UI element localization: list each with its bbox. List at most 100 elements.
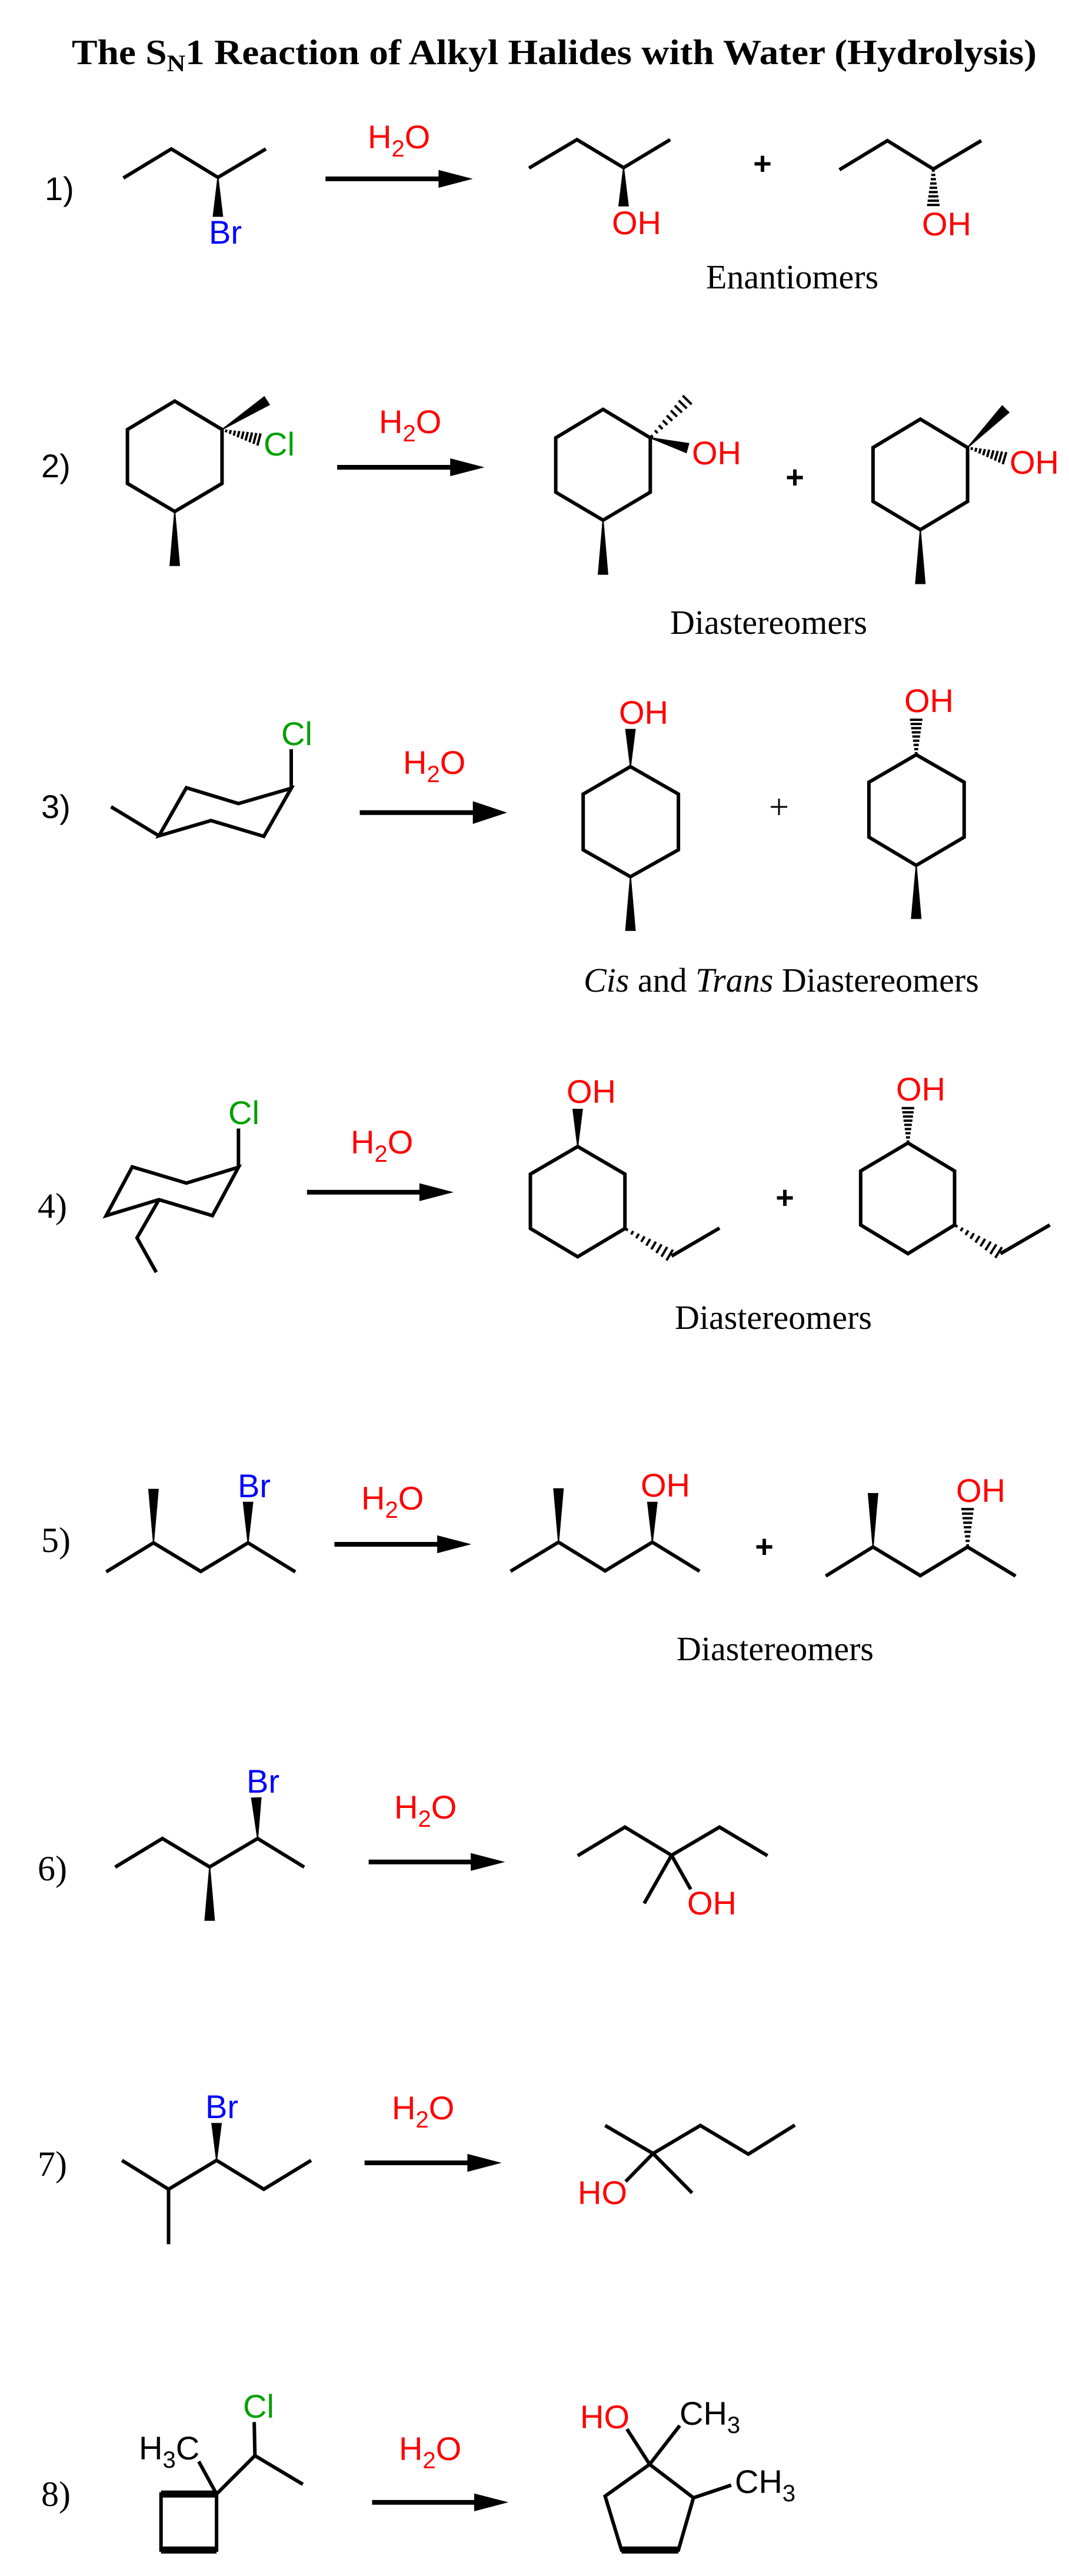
wedge-bond <box>553 1488 564 1543</box>
hash-stroke <box>252 433 258 444</box>
reaction-arrow <box>368 1853 505 1871</box>
hydroxyl-label: OH <box>687 1884 737 1922</box>
hydroxyl-label: OH <box>641 1467 690 1504</box>
hydroxyl-label: HO <box>578 2174 627 2211</box>
hash-stroke <box>244 431 249 441</box>
hash-stroke <box>670 410 678 418</box>
hash-stroke <box>994 1247 1003 1259</box>
arrow-head <box>467 2153 502 2172</box>
reaction-arrow <box>359 801 507 824</box>
cyclohexane-ring <box>528 1144 627 1259</box>
reaction-number: 8) <box>41 2475 71 2514</box>
wedge-bond <box>911 865 922 919</box>
cyclohexane-ring <box>554 407 652 523</box>
chair-cyclohexane <box>155 785 295 839</box>
side-chain <box>215 2453 304 2495</box>
hash-stroke <box>681 394 692 405</box>
hash-stroke <box>240 431 245 440</box>
methyl-label: CH3 <box>680 2395 740 2438</box>
cyclohexane-ring <box>125 399 224 514</box>
reaction-arrow <box>337 458 485 477</box>
methyl-bond <box>197 2460 218 2495</box>
hash-stroke <box>228 430 232 434</box>
hashed-bond <box>625 1228 674 1261</box>
hydroxyl-label: OH <box>1010 444 1059 481</box>
hash-stroke <box>960 1227 964 1232</box>
hash-stroke <box>954 1224 958 1228</box>
hash-stroke <box>997 451 1004 463</box>
plus-sign: + <box>755 1529 774 1564</box>
hash-stroke <box>969 1232 975 1239</box>
hash-stroke <box>655 1244 663 1254</box>
reaction-number: 4) <box>38 1186 67 1225</box>
wedge-bond <box>204 1867 215 1921</box>
methyl-bond <box>648 2424 681 2466</box>
reaction-arrow <box>325 169 473 188</box>
hash-stroke <box>640 1235 646 1243</box>
reaction-6: 6) Br H2O OH <box>38 1763 737 1922</box>
hash-stroke <box>660 1246 668 1258</box>
wedge-bond <box>148 1488 159 1543</box>
water-reagent: H2O <box>394 1789 457 1832</box>
carbon-oxygen-bond <box>670 1854 692 1890</box>
hash-stroke <box>678 400 688 410</box>
reaction-number: 3) <box>41 788 71 825</box>
water-reagent: H2O <box>399 2430 461 2474</box>
water-reagent: H2O <box>368 118 430 162</box>
wedge-bond <box>242 1501 254 1543</box>
hash-stroke <box>974 447 978 453</box>
wedge-bond <box>169 511 180 566</box>
chair-methyl <box>110 805 160 837</box>
hashed-bond <box>650 394 692 438</box>
plus-sign: + <box>769 787 789 826</box>
hash-stroke <box>984 1241 992 1251</box>
hash-stroke <box>994 450 999 461</box>
hydroxyl-label: OH <box>904 682 954 719</box>
hash-stroke <box>990 450 995 460</box>
hydroxyl-label: OH <box>619 694 668 731</box>
ethyl-group <box>670 1226 721 1258</box>
wedge-bond <box>221 395 271 430</box>
bromine-label: Br <box>205 2088 238 2125</box>
water-reagent: H2O <box>403 744 465 787</box>
wedge-bond <box>625 876 636 931</box>
hash-stroke <box>674 404 683 414</box>
wedge-bond <box>650 437 690 454</box>
product-skeleton <box>528 137 671 170</box>
reaction-3: 3) Cl H2O OH + OH Cis and Trans Diastere… <box>41 682 979 999</box>
methyl-label: H3C <box>139 2429 199 2473</box>
reaction-number: 2) <box>41 447 71 484</box>
hash-stroke <box>654 429 659 434</box>
methyl-label: CH3 <box>735 2463 795 2507</box>
product-relationship-caption: Diastereomers <box>670 603 867 641</box>
hydroxyl-label: OH <box>922 205 971 242</box>
hash-stroke <box>979 1238 987 1247</box>
chlorine-label: Cl <box>228 1094 259 1131</box>
hydroxyl-label: OH <box>896 1071 945 1108</box>
reaction-5: 5) Br H2O OH + OH Diastereomers <box>41 1467 1005 1668</box>
hash-stroke <box>974 1235 981 1244</box>
carbon-oxygen-bond <box>625 2428 651 2465</box>
hydroxyl-label: OH <box>612 204 661 241</box>
hash-stroke <box>1001 451 1008 465</box>
chlorine-label: Cl <box>264 426 295 463</box>
hydroxyl-label: HO <box>580 2398 630 2435</box>
wedge-bond <box>647 1501 658 1543</box>
wedge-bond <box>598 520 608 575</box>
reaction-number: 1) <box>45 170 74 207</box>
hash-stroke <box>985 449 991 458</box>
bromine-label: Br <box>209 214 242 251</box>
reactant-skeleton <box>121 2158 312 2192</box>
reaction-7: 7) Br H2O HO <box>38 2088 627 2211</box>
arrow-head <box>438 169 473 188</box>
arrow-head <box>472 801 507 824</box>
reaction-arrow <box>364 2153 502 2172</box>
reaction-2: 2) Cl H2O OH + OH Diastereomers <box>41 403 1059 641</box>
wedge-bond <box>212 177 224 217</box>
wedge-bond <box>967 405 1010 448</box>
reaction-1: 1) Br H2O OH + OH Enantiomers <box>45 118 971 296</box>
hash-stroke <box>970 447 974 451</box>
water-reagent: H2O <box>351 1124 413 1167</box>
product-skeleton <box>509 1540 701 1573</box>
